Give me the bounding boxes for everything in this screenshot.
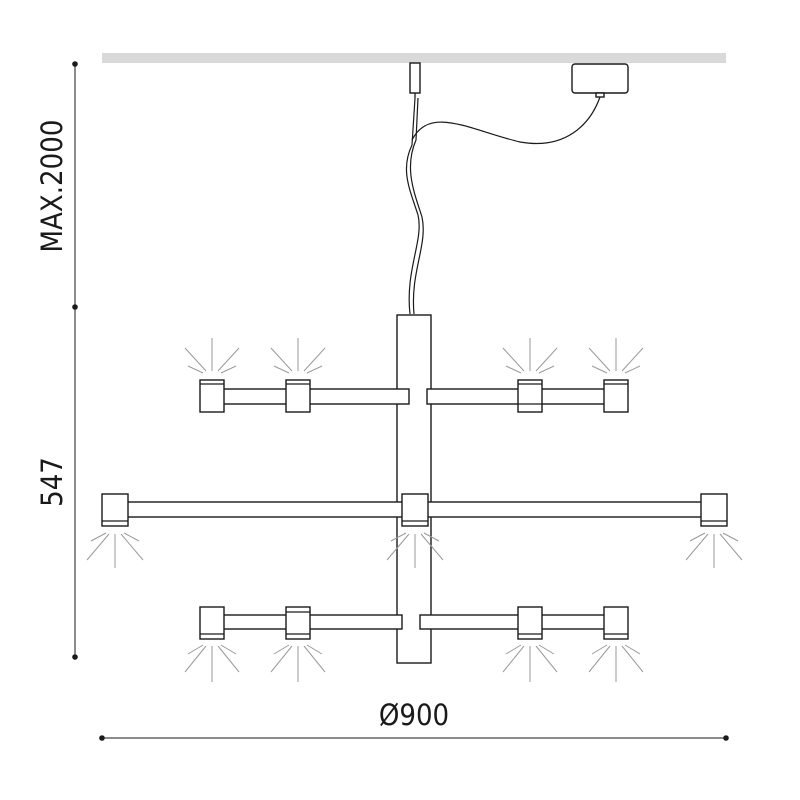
lamp-head-middle-left xyxy=(86,493,144,568)
lamp-head-upper-4 xyxy=(588,338,644,413)
lower-arm-right xyxy=(419,614,609,630)
lamp-head-upper-3 xyxy=(502,338,558,413)
lamp-head-lower-2 xyxy=(270,606,326,682)
cable-gripper xyxy=(409,62,421,98)
lamp-head-lower-3 xyxy=(502,606,558,682)
lamp-head-lower-1 xyxy=(184,606,240,682)
lamp-head-middle-center xyxy=(386,493,444,568)
lamp-head-middle-right xyxy=(685,493,743,568)
lamp-head-upper-1 xyxy=(184,338,240,413)
suspension-cable xyxy=(405,97,420,315)
horizontal-dimension-line xyxy=(99,735,729,741)
lamp-head-upper-2 xyxy=(270,338,326,413)
body-height-label: 547 xyxy=(35,457,69,507)
power-cable xyxy=(411,96,601,144)
central-column xyxy=(396,314,432,664)
upper-arm-left xyxy=(221,388,410,405)
ceiling-bar xyxy=(102,53,726,63)
max-height-label: MAX.2000 xyxy=(35,120,69,253)
vertical-dimension-line xyxy=(72,61,78,660)
diameter-label: Ø900 xyxy=(379,698,449,732)
lamp-head-lower-4 xyxy=(588,606,644,682)
suspension-cable-second xyxy=(409,97,424,315)
lower-arm-left xyxy=(221,614,403,630)
ceiling-canopy xyxy=(571,63,629,98)
